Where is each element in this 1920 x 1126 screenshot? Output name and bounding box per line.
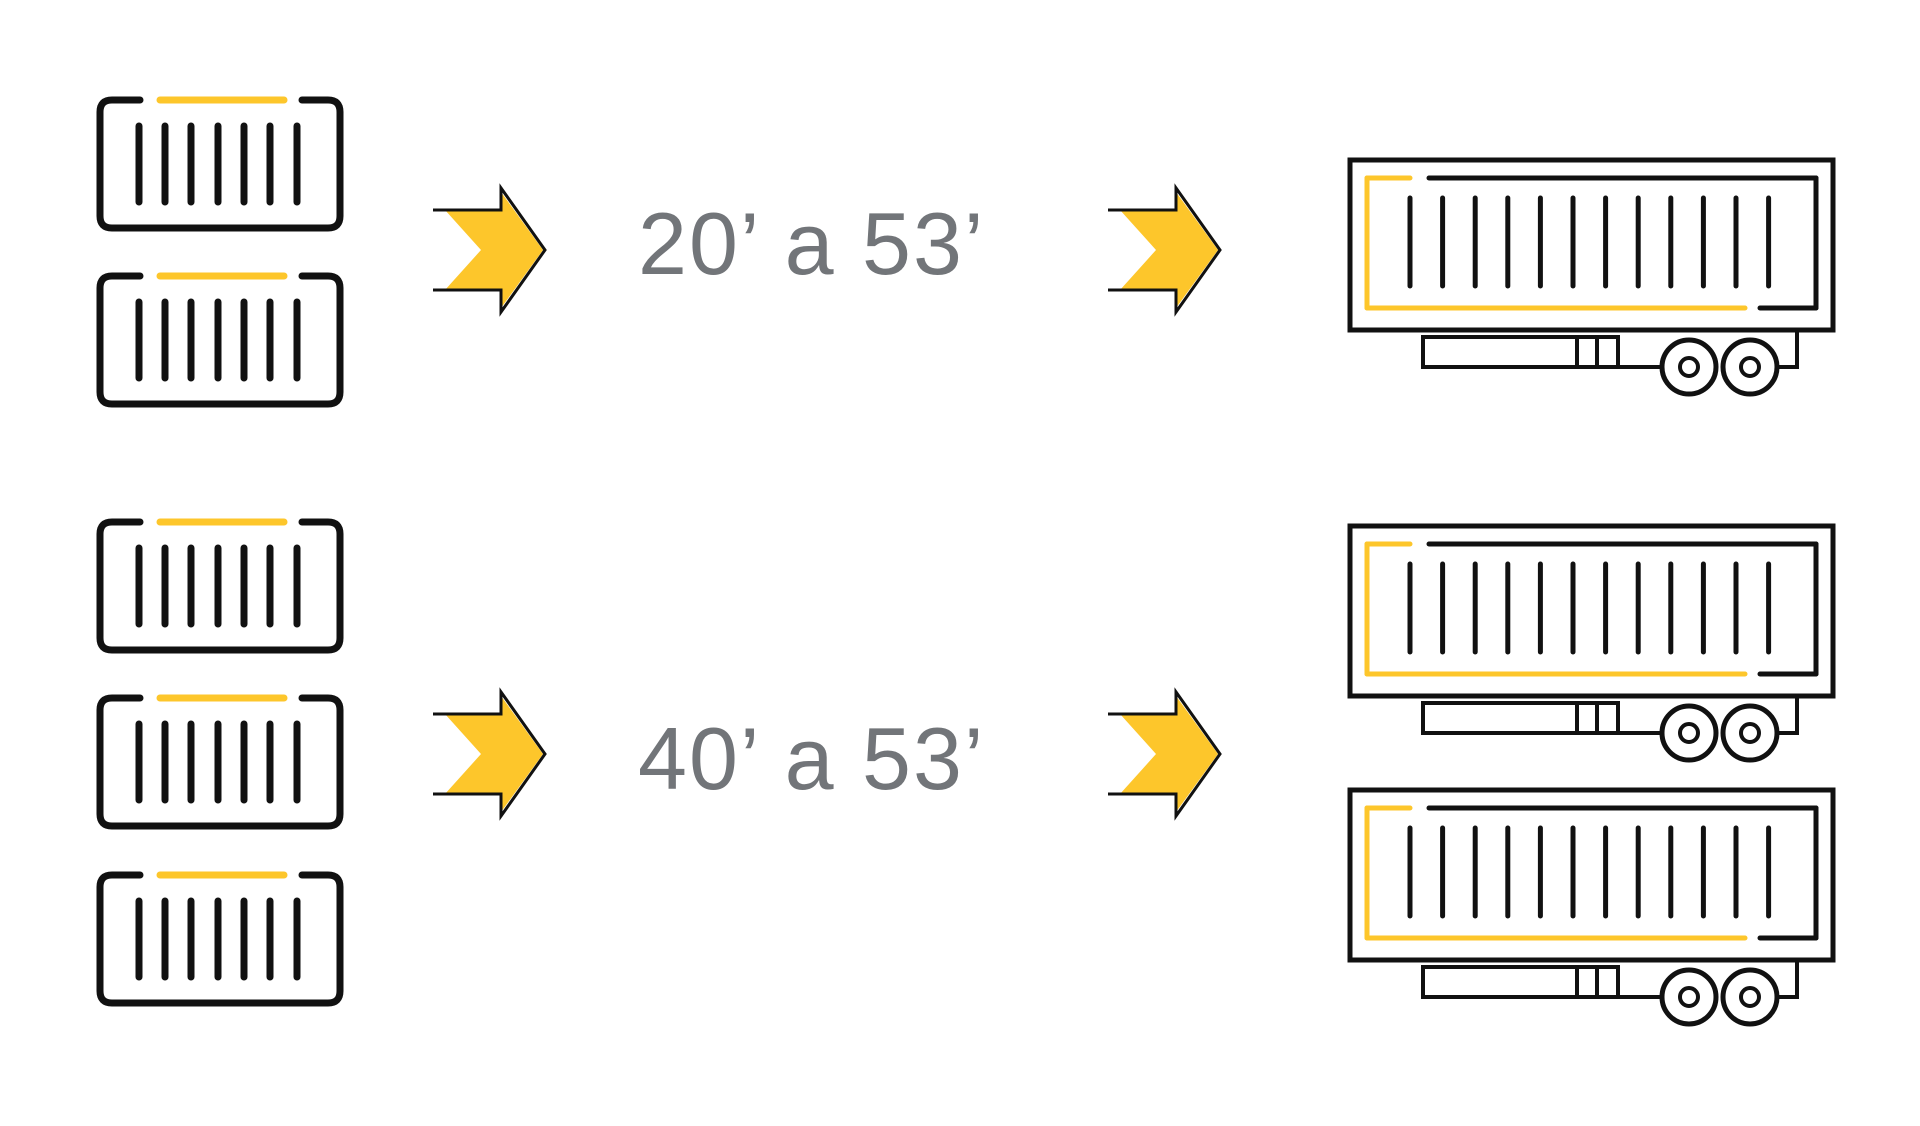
shipping-container-icon [96,694,344,830]
wheel-hub [1739,986,1761,1008]
arrow-fill [445,696,543,812]
rear-hanger [1777,960,1799,999]
conversion-row-2 [96,518,1836,1027]
trailer-box [1347,157,1836,333]
shipping-container-icon [96,96,344,232]
wheel [1659,337,1719,397]
trailer-box [1347,787,1836,963]
chevron-arrow-icon [433,183,547,317]
container-outline [96,871,344,1007]
container-outline [96,272,344,408]
arrow-fill [1120,192,1218,308]
rear-hanger [1777,330,1799,369]
conversion-label-40-to-53: 40’ a 53’ [638,709,986,808]
trailer-box [1347,523,1836,699]
wheel [1720,703,1780,763]
chassis-beam [1421,965,1620,999]
trailer-icon [1347,157,1836,397]
arrow-outline [433,687,547,821]
rear-hanger [1777,696,1799,735]
conversion-row-1 [96,96,1836,408]
trailer-icon [1347,523,1836,763]
wheel [1659,703,1719,763]
arrow-outline [433,183,547,317]
chevron-arrow-icon [433,687,547,821]
wheel-hub [1678,356,1700,378]
wheel-hub [1739,722,1761,744]
shipping-container-icon [96,871,344,1007]
trailer-icon [1347,787,1836,1027]
wheel-hub [1678,986,1700,1008]
container-outline [96,518,344,654]
shipping-container-icon [96,272,344,408]
wheel [1720,967,1780,1027]
conversion-label-20-to-53: 20’ a 53’ [638,194,986,293]
arrow-outline [1108,183,1222,317]
container-outline [96,96,344,232]
wheel-hub [1678,722,1700,744]
wheel [1659,967,1719,1027]
container-outline [96,694,344,830]
arrow-fill [445,192,543,308]
chassis-beam [1421,335,1620,369]
wheel-hub [1739,356,1761,378]
arrow-outline [1108,687,1222,821]
chevron-arrow-icon [1108,687,1222,821]
chevron-arrow-icon [1108,183,1222,317]
wheel [1720,337,1780,397]
chassis-beam [1421,701,1620,735]
arrow-fill [1120,696,1218,812]
shipping-container-icon [96,518,344,654]
